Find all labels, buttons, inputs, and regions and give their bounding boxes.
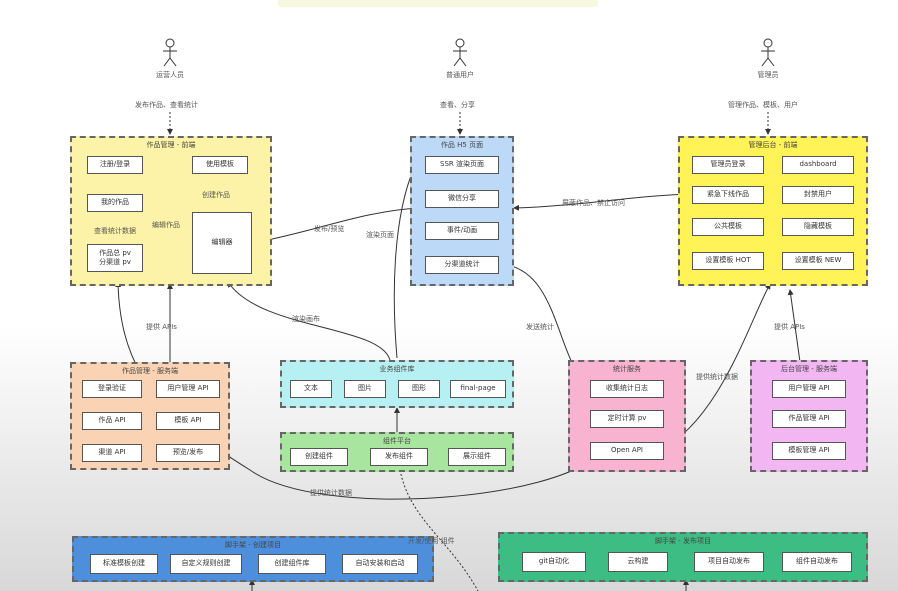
- auto-publish-node: 项目自动发布: [694, 552, 764, 572]
- group-title: 作品 H5 页面: [440, 141, 484, 149]
- login-node: 注册/登录: [87, 156, 143, 174]
- infra-a-group: 脚手架 - 创建项目 标准模板创建 自定义规则创建 创建组件库 自动安装和启动: [72, 536, 434, 582]
- publish-edge: [257, 205, 419, 243]
- group-title: 管理后台 - 前端: [748, 141, 798, 149]
- works-service-group: 作品管理 - 服务端 登录验证 用户管理 API 作品 API 模板 API 渠…: [70, 362, 230, 470]
- channel-api-node: 渠道 API: [82, 444, 142, 462]
- h5-page-group: 作品 H5 页面 SSR 渲染页面 微信分享 事件/动画 分渠道统计: [410, 136, 514, 286]
- git-node: git自动化: [522, 552, 586, 572]
- provide-stats-label-2: 提供统计数据: [310, 489, 352, 497]
- operator-actor: [160, 38, 180, 72]
- infra-b-group: 脚手架 - 发布项目 git自动化 云构建 项目自动发布 组件自动发布: [498, 532, 868, 582]
- dev-use-edge: [399, 469, 479, 591]
- stick-figure-icon: [761, 38, 775, 67]
- operator-action: 发布作品、查看统计: [135, 101, 198, 109]
- admin-tpl-api-node: 模板管理 API: [772, 442, 846, 460]
- works-api-node: 作品 API: [82, 412, 142, 430]
- custom-tpl-node: 自定义规则创建: [170, 554, 242, 574]
- render-page-label: 渲染页面: [366, 231, 394, 239]
- image-node: 图片: [344, 380, 386, 398]
- admin-login-node: 管理员登录: [692, 156, 764, 174]
- edit-work-label: 编辑作品: [152, 221, 180, 229]
- ssr-node: SSR 渲染页面: [425, 156, 499, 174]
- user-actor: [450, 38, 470, 72]
- text-node: 文本: [290, 380, 332, 398]
- create-work-label: 创建作品: [202, 191, 230, 199]
- create-comp-node: 创建组件: [290, 448, 348, 466]
- open-api-node: Open API: [590, 442, 664, 460]
- group-title: 作品管理 - 服务端: [122, 367, 178, 375]
- ban-user-node: 封禁用户: [782, 186, 854, 204]
- hot-node: 设置模板 HOT: [692, 252, 764, 270]
- user-action: 查看、分享: [440, 101, 475, 109]
- top-title-strip: [278, 0, 598, 7]
- hidden-tpl-node: 隐藏模板: [782, 218, 854, 236]
- final-page-node: final-page: [450, 380, 506, 398]
- user-api-node: 用户管理 API: [156, 380, 220, 398]
- offline-node: 紧急下线作品: [692, 186, 764, 204]
- collect-node: 收集统计日志: [590, 380, 664, 398]
- login-verify-node: 登录验证: [82, 380, 142, 398]
- cloud-build-node: 云构建: [608, 552, 668, 572]
- my-works-node: 我的作品: [87, 194, 143, 212]
- dev-use-label: 开发/使用 组件: [408, 537, 455, 545]
- tpl-api-node: 模板 API: [156, 412, 220, 430]
- group-title: 作品管理 - 前端: [146, 141, 196, 149]
- group-title: 后台管理 - 服务端: [781, 365, 837, 373]
- operator-name: 运营人员: [156, 71, 184, 79]
- admin-frontend-group: 管理后台 - 前端 管理员登录 dashboard 紧急下线作品 封禁用户 公共…: [678, 136, 868, 286]
- admin-actor: [758, 38, 778, 72]
- admin-action: 管理作品、模板、用户: [728, 101, 798, 109]
- group-title: 统计服务: [613, 365, 641, 373]
- events-node: 事件/动画: [425, 222, 499, 240]
- std-tpl-node: 标准模板创建: [90, 554, 158, 574]
- publish-preview-label: 发布/预览: [314, 225, 345, 233]
- use-template-node: 使用模板: [192, 156, 248, 174]
- works-frontend-group: 作品管理 - 前端 注册/登录 使用模板 我的作品 作品总 pv 分渠道 pv …: [70, 136, 272, 286]
- render-canvas-label: 渲染画布: [292, 315, 320, 323]
- public-tpl-node: 公共模板: [692, 218, 764, 236]
- preview-node: 预览/发布: [156, 444, 220, 462]
- block-works-label: 屏蔽作品、禁止访问: [562, 199, 625, 207]
- stick-figure-icon: [453, 38, 467, 67]
- biz-components-group: 业务组件库 文本 图片 图形 final-page: [280, 360, 514, 408]
- comp-publish-node: 组件自动发布: [782, 552, 852, 572]
- block-edge: [513, 193, 691, 211]
- render-page-edge: [393, 167, 415, 359]
- admin-works-api-node: 作品管理 API: [772, 410, 846, 428]
- shape-node: 图形: [398, 380, 440, 398]
- pv-node: 作品总 pv 分渠道 pv: [87, 244, 143, 272]
- component-platform-group: 组件平台 创建组件 发布组件 展示组件: [280, 432, 514, 472]
- admin-user-api-node: 用户管理 API: [772, 380, 846, 398]
- stats-service-group: 统计服务 收集统计日志 定时计算 pv Open API: [568, 360, 686, 472]
- new-node: 设置模板 NEW: [782, 252, 854, 270]
- admin-service-group: 后台管理 - 服务端 用户管理 API 作品管理 API 模板管理 API: [750, 360, 868, 472]
- send-stats-label: 发送统计: [526, 323, 554, 331]
- render-canvas-edge: [227, 281, 391, 361]
- admin-api-edge: [787, 289, 801, 363]
- show-comp-node: 展示组件: [448, 448, 506, 466]
- user-name: 普通用户: [446, 71, 474, 79]
- provide-stats-label: 提供统计数据: [696, 373, 738, 381]
- editor-node: 编辑器: [192, 212, 252, 274]
- compute-node: 定时计算 pv: [590, 410, 664, 428]
- dashboard-node: dashboard: [782, 156, 854, 174]
- group-title: 脚手架 - 发布项目: [655, 537, 711, 545]
- view-stats-label: 查看统计数据: [94, 227, 136, 235]
- group-title: 业务组件库: [379, 365, 415, 373]
- wechat-node: 微信分享: [425, 190, 499, 208]
- channel-node: 分渠道统计: [425, 256, 499, 274]
- provide-api-label: 提供 APIs: [146, 323, 177, 331]
- publish-comp-node: 发布组件: [370, 448, 428, 466]
- auto-install-node: 自动安装和启动: [342, 554, 418, 574]
- provide-api-label-2: 提供 APIs: [774, 323, 805, 331]
- admin-name: 管理员: [757, 71, 779, 79]
- group-title: 脚手架 - 创建项目: [225, 541, 281, 549]
- stick-figure-icon: [163, 38, 177, 67]
- group-title: 组件平台: [383, 437, 411, 445]
- create-lib-node: 创建组件库: [258, 554, 326, 574]
